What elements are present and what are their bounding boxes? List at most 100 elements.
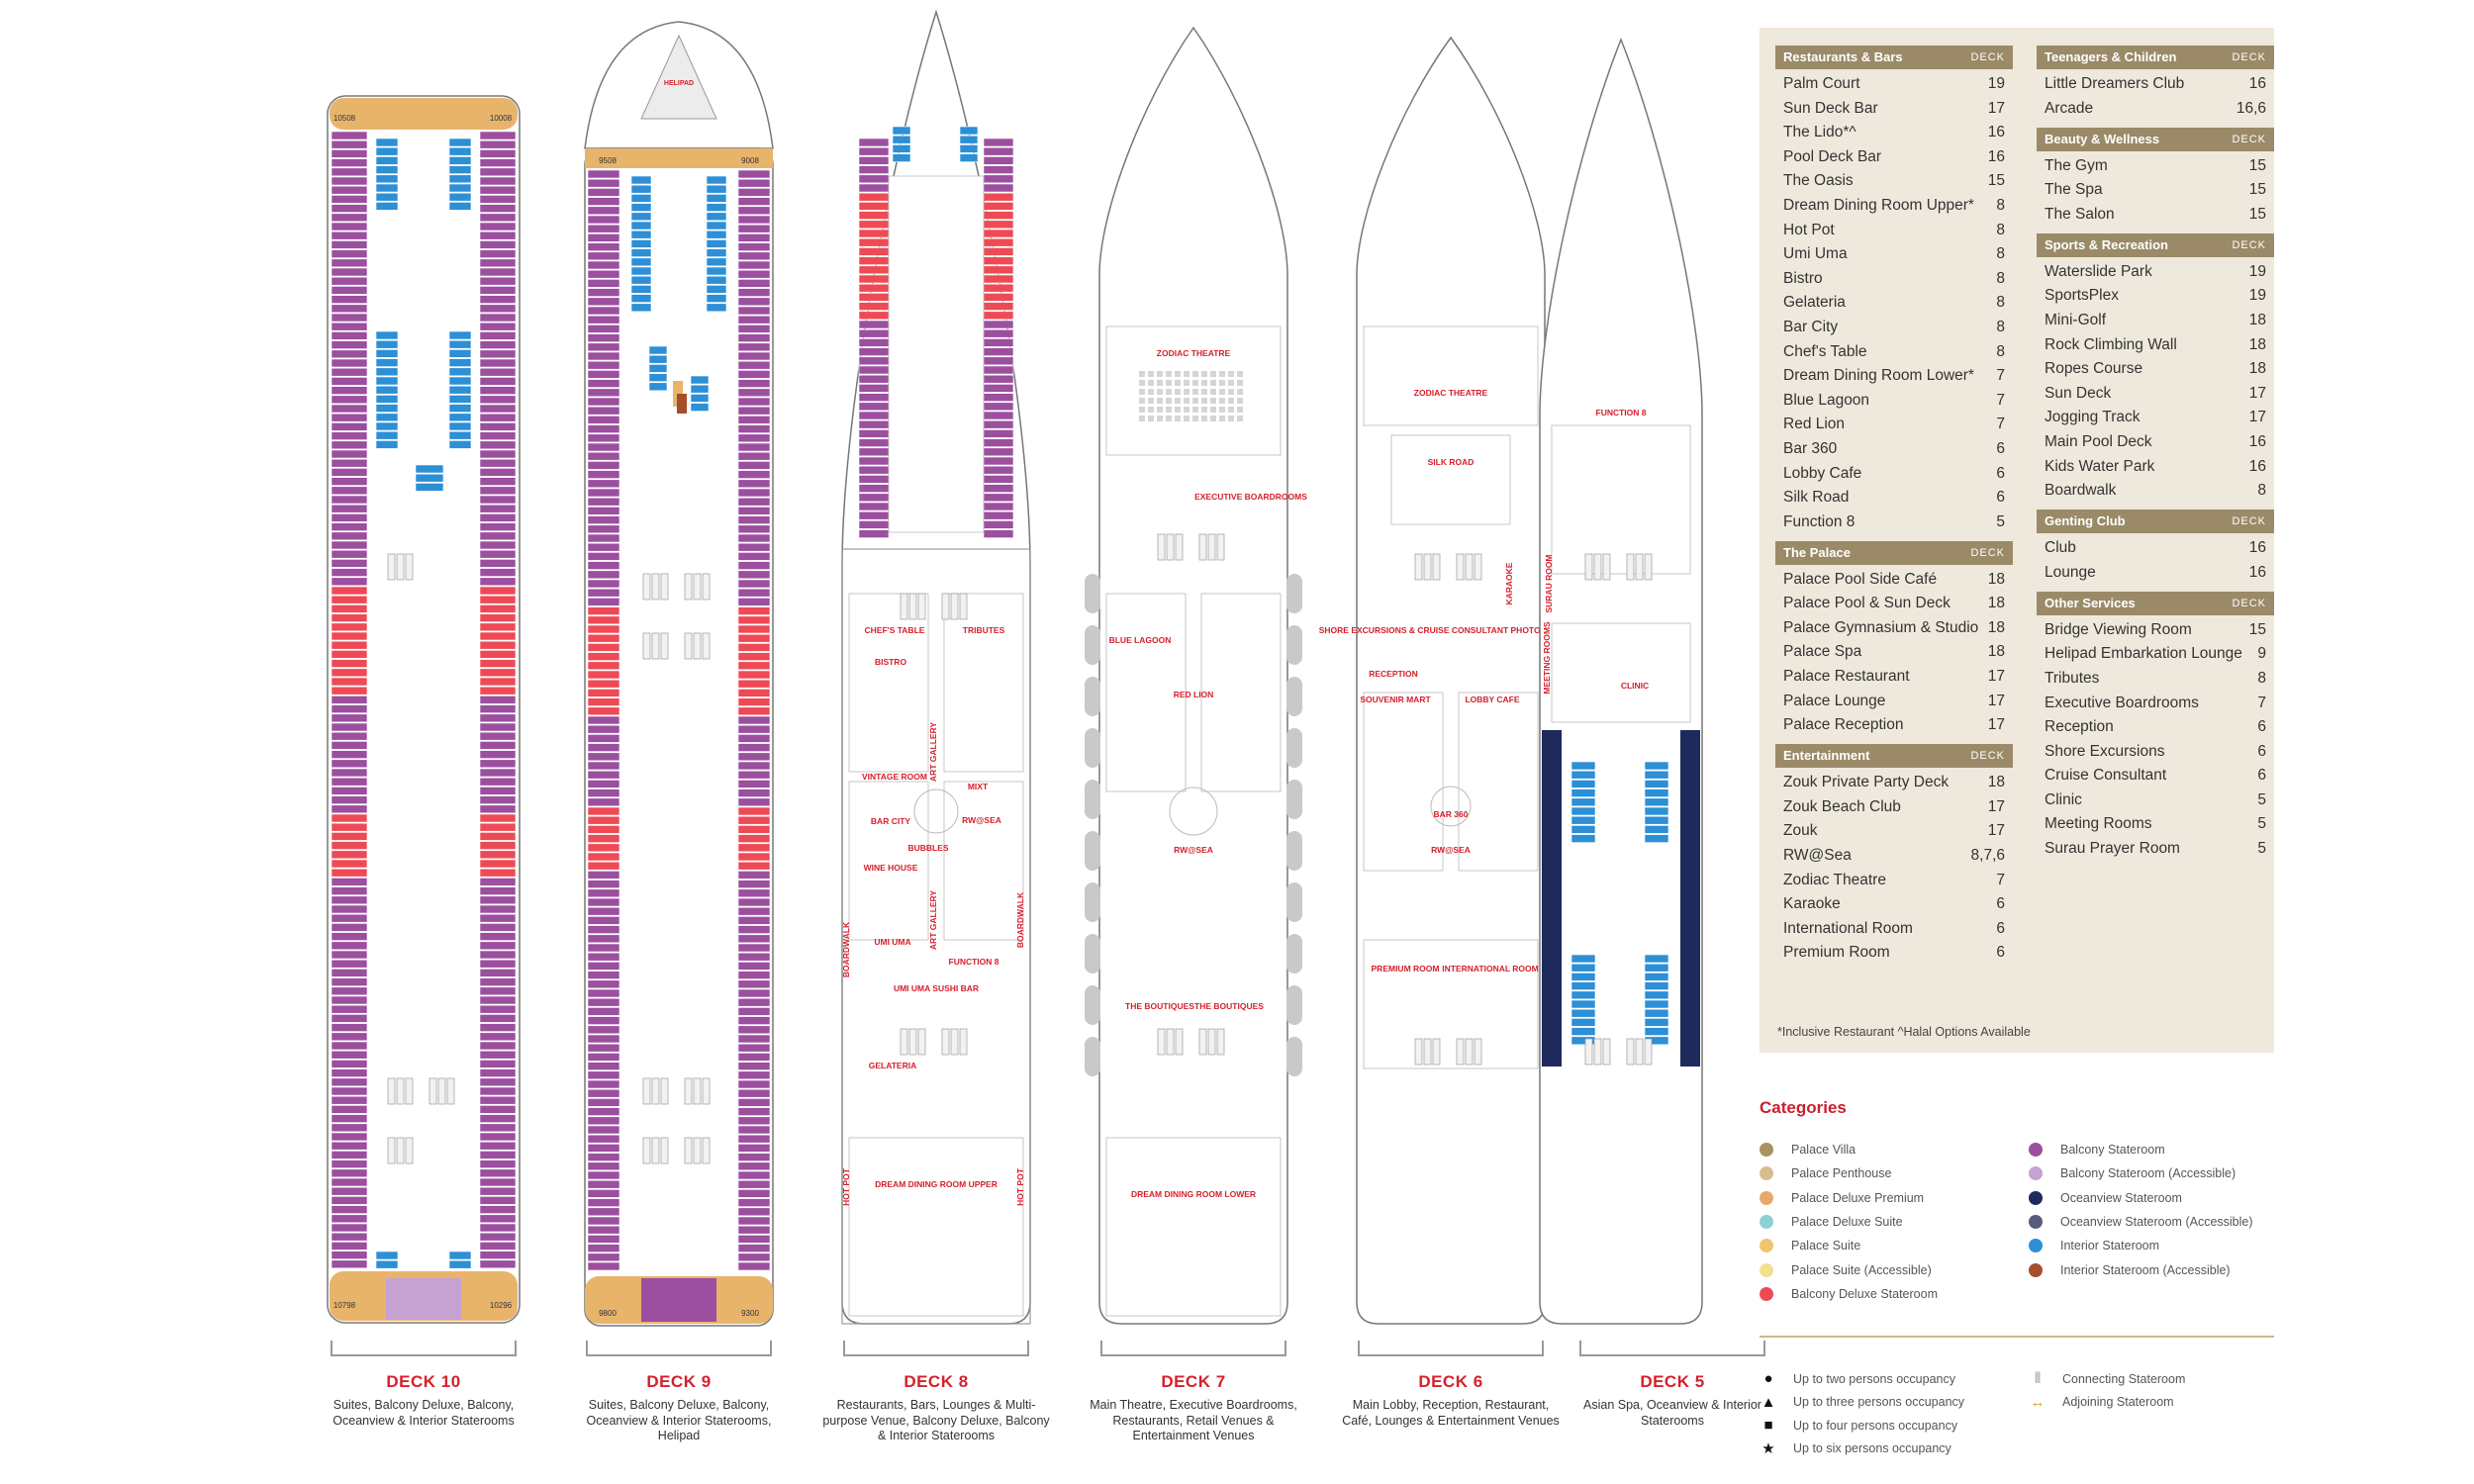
- cabin: [737, 215, 771, 225]
- cabin: [479, 540, 517, 550]
- cabin: [331, 1205, 368, 1214]
- cabin: [587, 780, 620, 788]
- cabin: [331, 1251, 368, 1259]
- venue-deck: 7: [1996, 416, 2005, 433]
- theatre-seat: [1228, 398, 1234, 404]
- cabin: [737, 1161, 771, 1171]
- cabin: [737, 169, 771, 179]
- cabin: [331, 950, 368, 960]
- cabin: [737, 1261, 771, 1271]
- venue-deck: 6: [2257, 718, 2266, 736]
- venue-deck: 5: [2257, 790, 2266, 808]
- elevator: [693, 1077, 702, 1105]
- theatre-seat: [1166, 416, 1172, 421]
- elevator: [660, 632, 669, 660]
- venue-deck: 5: [2257, 840, 2266, 858]
- room-outline: [1363, 692, 1444, 872]
- occupancy-item: ⦀Connecting Stateroom: [2029, 1367, 2296, 1391]
- elevator: [396, 1077, 405, 1105]
- venue-name: Palace Restaurant: [1783, 668, 1910, 686]
- venue-deck: 18: [2248, 360, 2266, 378]
- cabin: [587, 1244, 620, 1252]
- venue-deck: 6: [1996, 895, 2005, 913]
- cabin: [858, 475, 890, 484]
- cabin: [587, 1079, 620, 1089]
- theatre-seat: [1139, 407, 1145, 413]
- cabin: [587, 1252, 620, 1262]
- theatre-seat: [1201, 380, 1207, 386]
- venue-deck: 15: [2248, 181, 2266, 199]
- venue-label: RECEPTION: [1369, 669, 1418, 679]
- elevator: [1175, 1028, 1184, 1056]
- cabin: [479, 1177, 517, 1187]
- cabin: [737, 370, 771, 379]
- interior-cabin: [448, 165, 472, 174]
- elevator: [1474, 1038, 1482, 1066]
- cabin: [858, 293, 890, 302]
- cabin: [587, 906, 620, 916]
- cabin: [331, 267, 368, 277]
- interior-cabin: [375, 385, 399, 395]
- venue-deck: 18: [1987, 774, 2005, 791]
- interior-cabin: [648, 345, 668, 355]
- venue-name: Karaoke: [1783, 895, 1841, 913]
- venue-label: BISTRO: [875, 657, 907, 667]
- interior-cabin: [630, 203, 652, 212]
- cabin: [479, 340, 517, 349]
- cabin: [983, 529, 1014, 538]
- room-outline: [1551, 424, 1691, 575]
- venue-label: UMI UMA: [874, 937, 910, 947]
- cabin: [331, 1095, 368, 1105]
- cabin: [587, 1088, 620, 1098]
- cabin: [479, 349, 517, 359]
- cabin: [479, 167, 517, 177]
- cabin: [737, 1207, 771, 1217]
- cabin: [331, 713, 368, 723]
- venue-label: WINE HOUSE: [864, 863, 918, 873]
- deck-description: Main Theatre, Executive Boardrooms, Rest…: [1090, 1398, 1297, 1443]
- cabin: [331, 422, 368, 431]
- cabin: [331, 841, 368, 850]
- category-label: Balcony Stateroom: [2060, 1143, 2165, 1158]
- interior-cabin: [448, 395, 472, 404]
- cabin: [479, 659, 517, 668]
- interior-cabin: [1570, 990, 1596, 1000]
- venue-deck: 8: [1996, 318, 2005, 335]
- cabin: [587, 1098, 620, 1107]
- cabin: [331, 577, 368, 587]
- theatre-seat: [1237, 407, 1243, 413]
- interior-cabin: [1644, 1008, 1669, 1018]
- cabin: [737, 1144, 771, 1153]
- deck-7-hull: [1098, 26, 1288, 1325]
- cabin: [331, 449, 368, 459]
- cabin: [737, 979, 771, 989]
- cabin: [858, 520, 890, 529]
- cabin: [331, 340, 368, 349]
- cabin: [587, 260, 620, 270]
- elevator: [1635, 553, 1644, 581]
- cabin: [479, 176, 517, 186]
- category-swatch: [1760, 1143, 1773, 1158]
- cabin: [983, 247, 1014, 256]
- cabin: [737, 533, 771, 543]
- cabin: [331, 1151, 368, 1159]
- lifeboat: [1085, 831, 1100, 871]
- oceanview-cabins: [1542, 730, 1562, 1067]
- cabin: [587, 843, 620, 853]
- cabin: [737, 251, 771, 261]
- elevator: [437, 1077, 446, 1105]
- theatre-seat: [1210, 398, 1216, 404]
- room-outline: [1363, 939, 1539, 1069]
- venue-name: Shore Excursions: [2045, 742, 2165, 760]
- cabin: [983, 320, 1014, 329]
- theatre-seat: [1157, 416, 1163, 421]
- cabin: [737, 888, 771, 898]
